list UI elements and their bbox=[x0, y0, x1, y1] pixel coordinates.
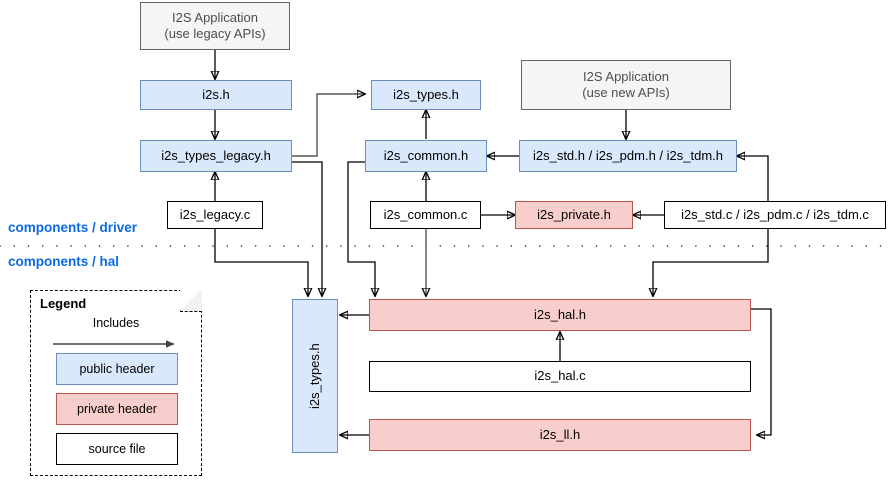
node-app-new[interactable]: I2S Application (use new APIs) bbox=[521, 60, 731, 110]
node-i2s-std-pdm-tdm-h[interactable]: i2s_std.h / i2s_pdm.h / i2s_tdm.h bbox=[519, 140, 737, 172]
node-i2s-types-h-hal[interactable]: i2s_types.h bbox=[292, 299, 338, 453]
legend-includes-label: Includes bbox=[92, 316, 140, 330]
node-i2s-private-h[interactable]: i2s_private.h bbox=[515, 201, 633, 229]
node-app-legacy[interactable]: I2S Application (use legacy APIs) bbox=[140, 2, 290, 50]
node-i2s-common-h[interactable]: i2s_common.h bbox=[365, 140, 487, 172]
zone-label-hal: components / hal bbox=[8, 254, 120, 269]
node-i2s-std-pdm-tdm-c[interactable]: i2s_std.c / i2s_pdm.c / i2s_tdm.c bbox=[664, 201, 886, 229]
node-i2s-hal-h[interactable]: i2s_hal.h bbox=[369, 299, 751, 331]
legend-title: Legend bbox=[40, 296, 87, 311]
node-i2s-common-c[interactable]: i2s_common.c bbox=[370, 201, 481, 229]
node-i2s-legacy-c[interactable]: i2s_legacy.c bbox=[167, 201, 263, 229]
legend-includes-arrow bbox=[53, 340, 175, 348]
node-i2s-types-legacy-h[interactable]: i2s_types_legacy.h bbox=[140, 140, 292, 172]
node-i2s-types-h-hal-label: i2s_types.h bbox=[306, 343, 322, 409]
legend-fold-corner bbox=[180, 289, 202, 312]
node-i2s-hal-c[interactable]: i2s_hal.c bbox=[369, 361, 751, 392]
legend-swatch-public-header: public header bbox=[56, 353, 178, 385]
node-i2s-ll-h[interactable]: i2s_ll.h bbox=[369, 419, 751, 451]
legend: Legend Includes public header private he… bbox=[30, 289, 202, 476]
legend-swatch-private-header: private header bbox=[56, 393, 178, 425]
zone-label-driver: components / driver bbox=[8, 220, 138, 235]
node-i2s-types-h-top[interactable]: i2s_types.h bbox=[371, 80, 481, 110]
node-i2s-h[interactable]: i2s.h bbox=[140, 80, 292, 110]
legend-swatch-source-file: source file bbox=[56, 433, 178, 465]
